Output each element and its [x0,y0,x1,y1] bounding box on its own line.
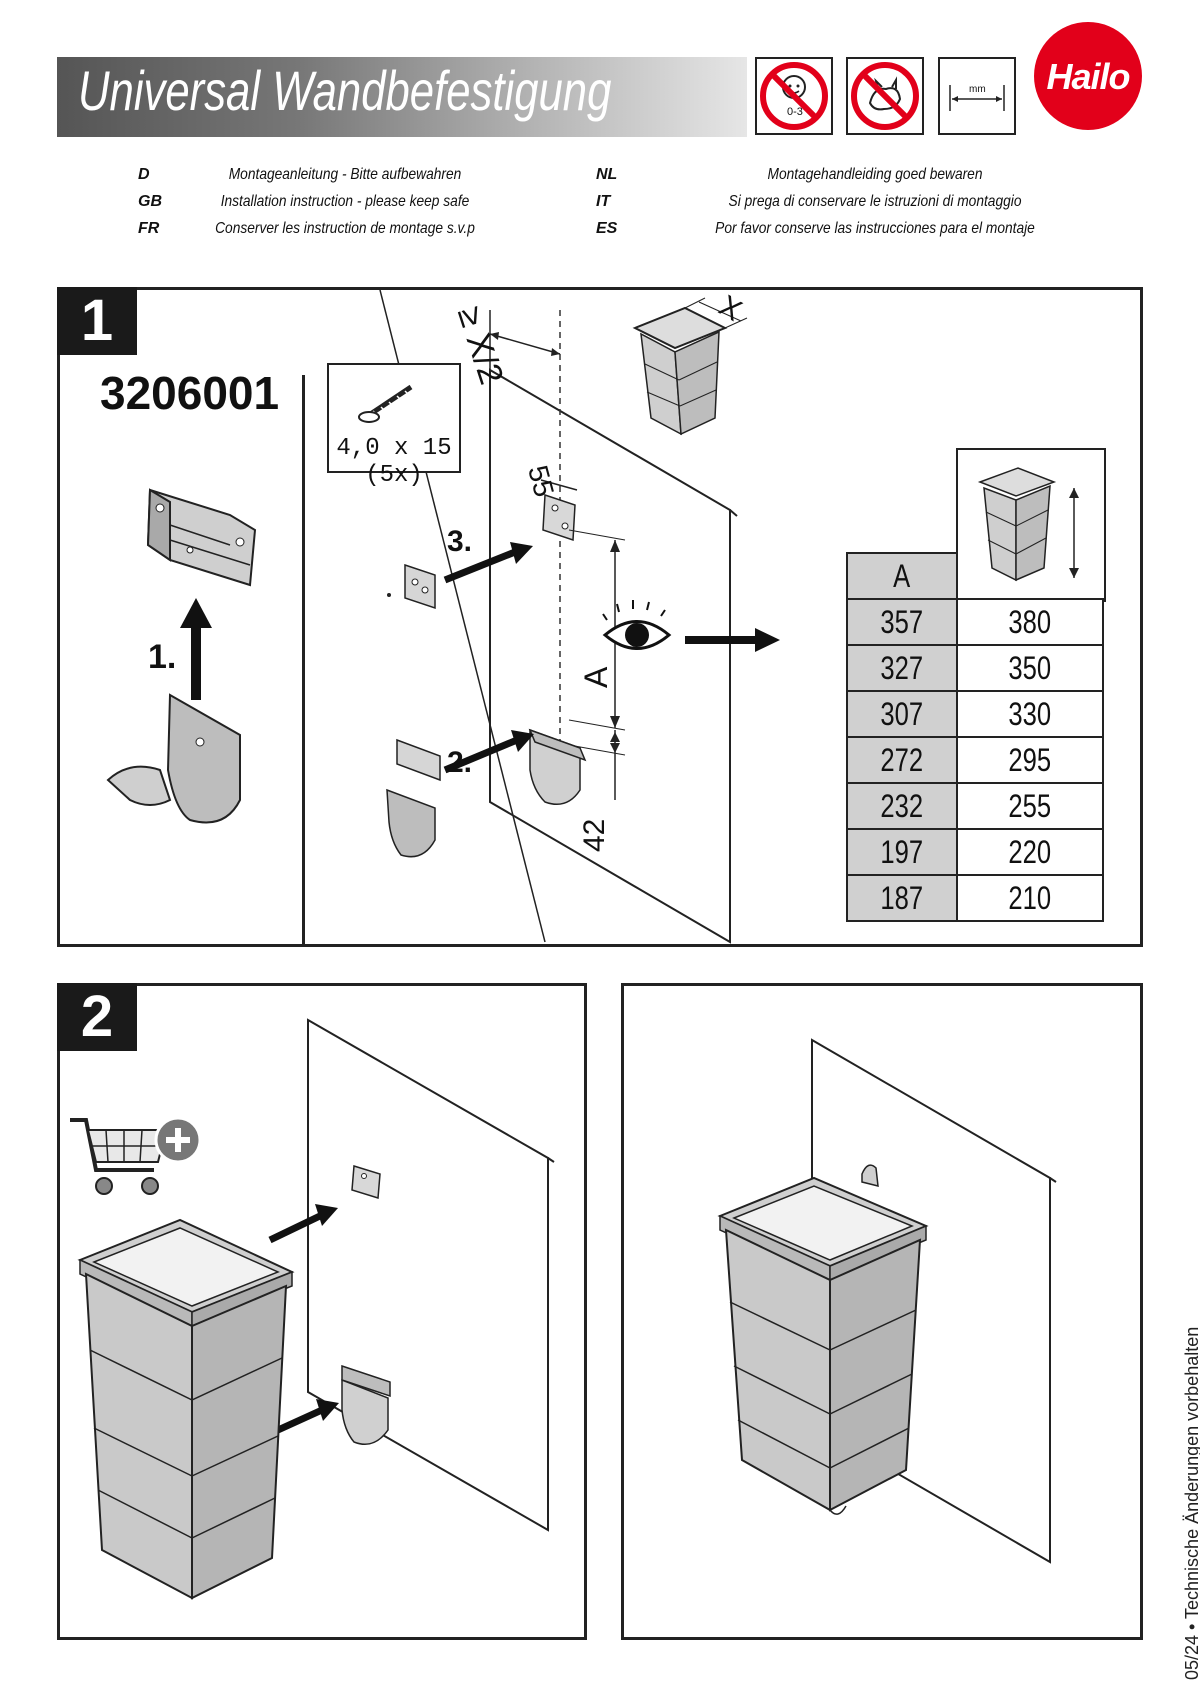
dim-42-label: 42 [578,818,611,852]
lang-code-it: IT [596,193,611,210]
lang-code-d: D [138,166,150,183]
lang-text-fr: Conserver les instruction de montage s.v… [215,220,475,237]
step2-panel [57,983,587,1640]
step1-divider [302,375,305,947]
mm-label: mm [969,84,986,95]
table-header-a: A [846,552,958,600]
wall-mounting-illustration [379,290,780,944]
step2-illustration [77,1018,555,1600]
page-title: Universal Wandbefestigung [78,59,612,122]
dim-a-label: A [578,666,614,688]
article-number: 3206001 [100,367,280,419]
substep2-label: 2. [447,746,473,779]
lang-code-fr: FR [138,220,160,237]
step1-badge: 1 [57,287,137,355]
step1-panel [57,287,1143,947]
bracket-assembly-illustration [106,488,257,824]
step-result-panel [621,983,1143,1640]
lang-text-nl: Montagehandleiding goed bewaren [767,166,983,183]
no-pets-icon [846,57,924,135]
brand-name: Hailo [1046,56,1130,97]
lang-text-gb: Installation instruction - please keep s… [220,193,470,210]
step2-badge: 2 [57,983,137,1051]
mounted-bin-illustration [717,1038,1057,1564]
hailo-logo-icon: Hailo [1034,22,1142,130]
shopping-cart-add-icon [70,1116,202,1195]
substep3-label: 3. [447,525,473,558]
no-children-icon: 0-3 [755,57,833,135]
screw-icon [358,384,413,423]
lang-text-d: Montageanleitung - Bitte aufbewahren [228,166,462,183]
screw-spec-box: 4,0 x 15 (5x) [327,363,461,489]
footer-note: 05/24 • Technische Änderungen vorbehalte… [1182,1326,1200,1680]
title-bar [57,57,747,137]
age-label: 0-3 [787,106,803,118]
lang-text-es: Por favor conserve las instrucciones par… [715,220,1035,237]
screw-spec: 4,0 x 15 (5x) [336,435,452,489]
table-header-row: A [846,552,1103,600]
lang-text-it: Si prega di conservare le istruzioni di … [728,193,1022,210]
lang-code-es: ES [596,220,618,237]
substep1-label: 1. [148,638,177,676]
lang-code-gb: GB [138,193,162,210]
lang-code-nl: NL [596,166,618,183]
measurement-mm-icon: mm [938,57,1016,135]
